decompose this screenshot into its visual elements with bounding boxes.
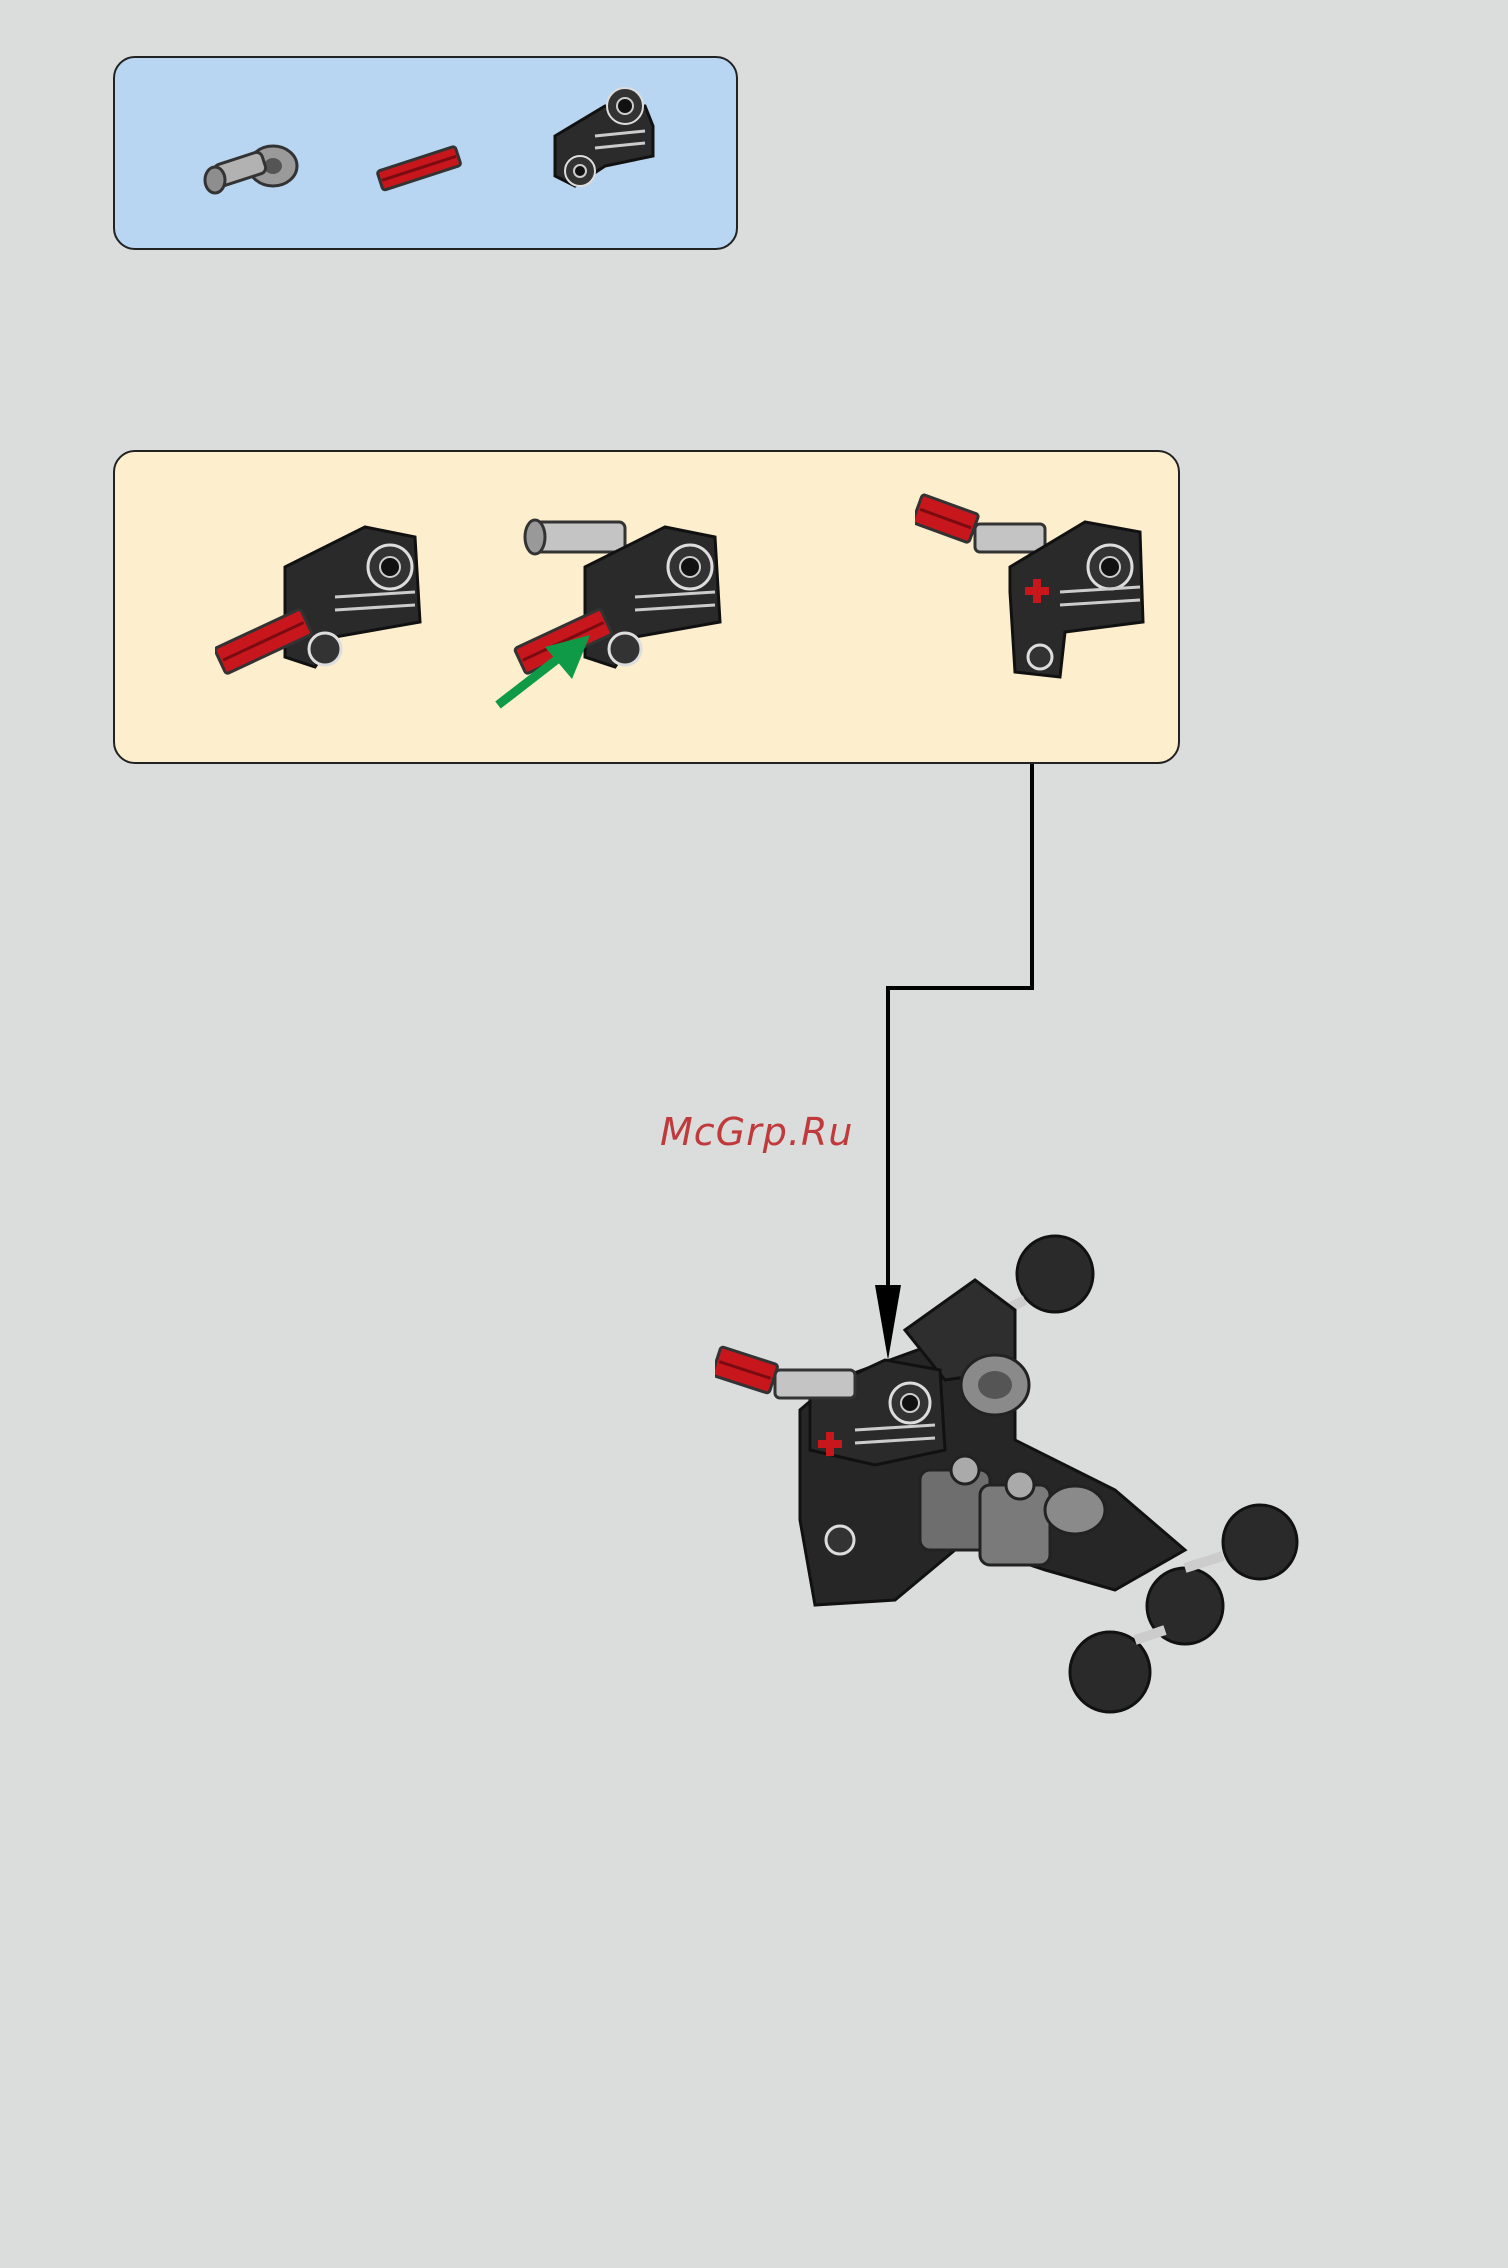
- watermark-text: McGrp.Ru: [660, 1110, 853, 1154]
- step-connector-arrow: [0, 0, 1508, 1400]
- main-assembly-illustration: [715, 1220, 1315, 1720]
